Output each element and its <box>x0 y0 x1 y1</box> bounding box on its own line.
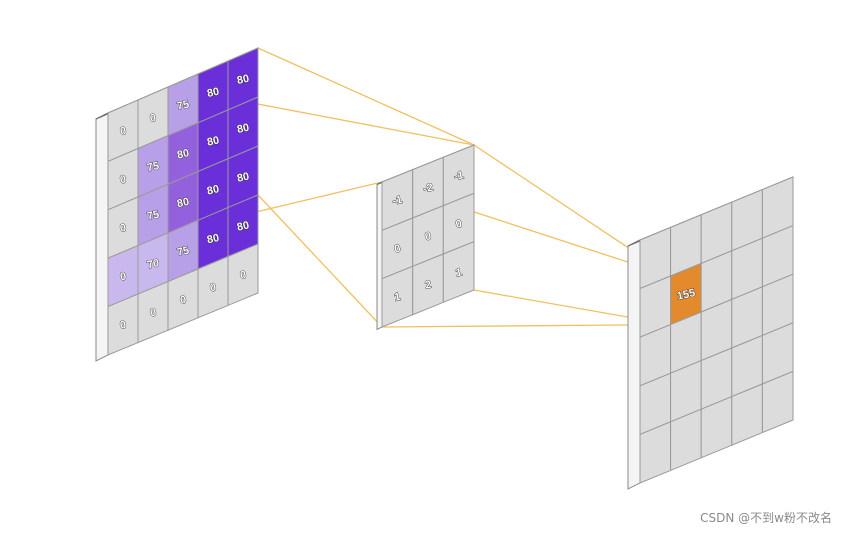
input-value: 75 <box>146 209 160 223</box>
input-value: 0 <box>239 269 247 282</box>
kernel-cell <box>442 240 475 304</box>
kernel-value: 1 <box>455 266 463 279</box>
kernel-value: 0 <box>455 218 463 231</box>
input-cell <box>227 243 259 307</box>
output-slab: 155 <box>627 176 794 490</box>
kernel-value: 0 <box>424 230 432 243</box>
kernel-value: -2 <box>422 182 434 196</box>
input-value: 80 <box>236 171 250 185</box>
input-slab: 0 0 75 80 80 0 75 80 80 80 0 75 80 80 80 0 70 75 80 80 0 0 0 0 0 <box>95 47 259 362</box>
input-value: 0 <box>119 319 127 332</box>
input-value: 0 <box>119 222 127 235</box>
input-value: 0 <box>179 294 187 307</box>
input-value: 80 <box>176 147 190 161</box>
input-value: 80 <box>206 134 220 148</box>
input-value: 0 <box>149 306 157 319</box>
connector-line <box>381 323 671 328</box>
kernel-value: 1 <box>393 291 401 304</box>
input-value: 80 <box>206 183 220 197</box>
output-value: 155 <box>676 287 696 303</box>
input-value: 75 <box>176 245 190 259</box>
input-value: 0 <box>149 112 157 125</box>
input-value: 75 <box>146 160 160 174</box>
connector-line <box>257 47 475 146</box>
input-value: 80 <box>176 196 190 210</box>
input-side-face <box>95 112 109 362</box>
input-value: 0 <box>209 281 217 294</box>
input-value: 75 <box>176 99 190 113</box>
kernel-value: 0 <box>393 243 401 256</box>
input-value: 80 <box>236 219 250 233</box>
input-value: 80 <box>206 232 220 246</box>
connector-line <box>257 194 383 328</box>
output-feature-map-grid: 155 <box>627 176 794 490</box>
kernel-filter-grid: -1 -2 -1 0 0 0 1 2 1 <box>376 144 475 331</box>
kernel-value: 2 <box>424 279 432 292</box>
input-value: 80 <box>206 86 220 100</box>
input-value: 80 <box>236 122 250 136</box>
output-side-face <box>627 239 641 490</box>
input-value: 0 <box>119 125 127 138</box>
output-cell <box>761 370 794 434</box>
input-value: 80 <box>236 73 250 87</box>
kernel-side-face <box>376 181 383 331</box>
input-image-grid: 0 0 75 80 80 0 75 80 80 80 0 75 80 80 80 0 70 75 80 80 0 0 0 0 0 <box>95 47 259 362</box>
input-value: 0 <box>119 173 127 186</box>
kernel-value: -1 <box>391 194 403 208</box>
input-value: 0 <box>119 270 127 283</box>
input-value: 70 <box>146 257 160 271</box>
kernel-value: -1 <box>453 169 465 183</box>
kernel-slab: -1 -2 -1 0 0 0 1 2 1 <box>376 144 475 331</box>
watermark-text: CSDN @不到w粉不改名 <box>700 511 832 525</box>
